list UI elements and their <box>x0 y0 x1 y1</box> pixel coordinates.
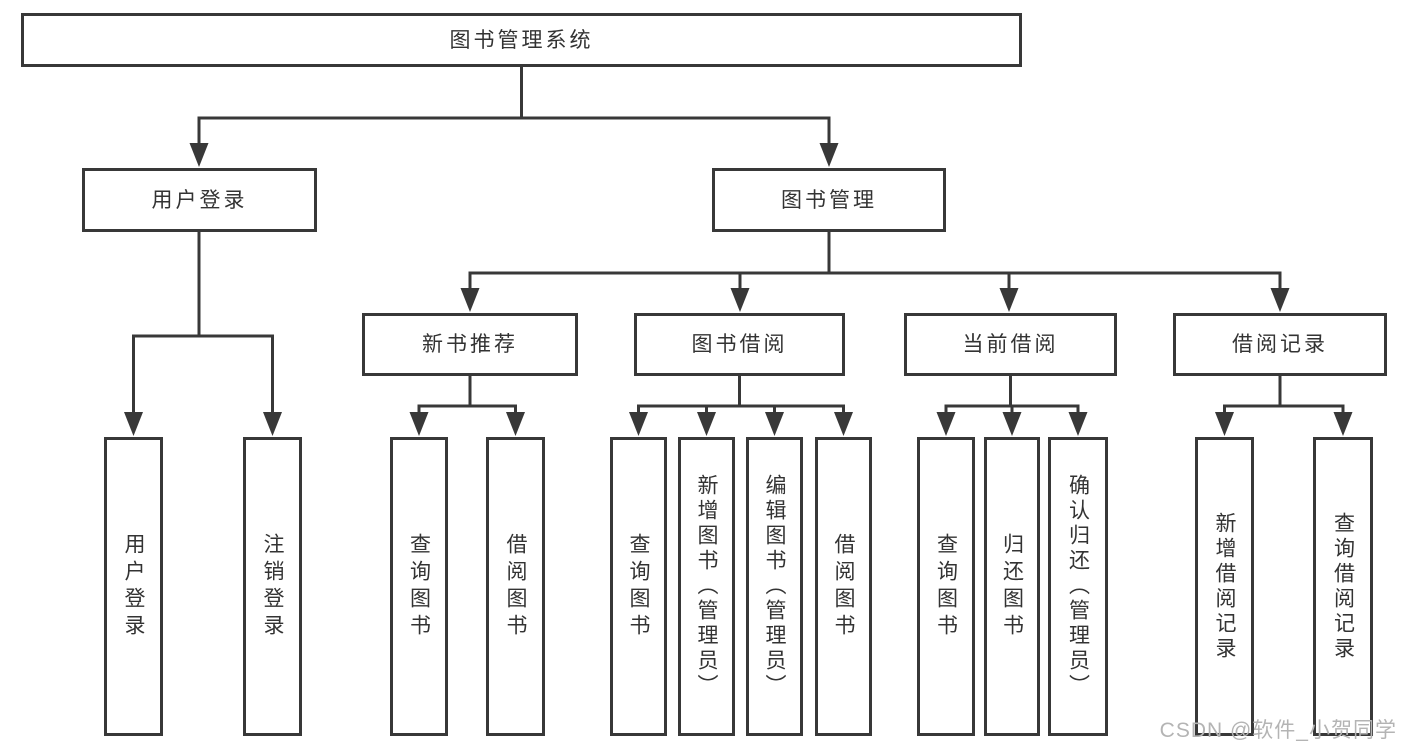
node-label: 新增借阅记录 <box>1213 511 1236 662</box>
arrowhead <box>765 412 784 436</box>
arrowhead <box>999 288 1019 312</box>
arrowhead <box>506 412 525 436</box>
arrowhead <box>1333 412 1353 436</box>
node-leaf-query-books-borrow: 查询图书 <box>610 437 667 736</box>
arrowhead <box>697 412 716 436</box>
node-label: 图书管理 <box>781 188 877 212</box>
connector-current <box>944 376 1080 418</box>
node-label: 注销登录 <box>261 532 284 641</box>
arrowhead <box>819 143 839 167</box>
node-label: 用户登录 <box>122 532 145 641</box>
node-leaf-user-login: 用户登录 <box>104 437 163 736</box>
arrowhead <box>1215 412 1234 436</box>
node-leaf-return-books: 归还图书 <box>984 437 1040 736</box>
arrowhead <box>730 288 750 312</box>
connector-borrow <box>637 376 845 418</box>
arrowhead <box>1270 288 1290 312</box>
arrowhead <box>409 412 429 436</box>
node-borrow-records: 借阅记录 <box>1173 313 1387 376</box>
node-label: 图书管理系统 <box>449 28 594 52</box>
node-leaf-query-books-recommend: 查询图书 <box>390 437 448 736</box>
node-label: 查询图书 <box>934 532 958 641</box>
node-leaf-borrow-books: 借阅图书 <box>815 437 872 736</box>
node-label: 新增图书（管理员） <box>695 474 718 699</box>
node-book-borrow: 图书借阅 <box>634 313 845 376</box>
node-label: 查询图书 <box>407 532 431 641</box>
node-leaf-add-books-admin: 新增图书（管理员） <box>678 437 735 736</box>
node-label: 查询借阅记录 <box>1331 511 1355 662</box>
node-label: 借阅记录 <box>1232 333 1328 356</box>
node-label: 用户登录 <box>151 188 248 212</box>
node-leaf-add-borrow-record: 新增借阅记录 <box>1195 437 1254 736</box>
node-label: 借阅图书 <box>504 532 527 641</box>
node-current-borrow: 当前借阅 <box>904 313 1117 376</box>
node-user-login: 用户登录 <box>82 168 317 232</box>
node-leaf-confirm-return-admin: 确认归还（管理员） <box>1048 437 1108 736</box>
arrowhead <box>189 143 209 167</box>
arrowhead <box>124 412 143 436</box>
node-leaf-query-borrow-record: 查询借阅记录 <box>1313 437 1373 736</box>
arrowhead <box>629 412 648 436</box>
node-label: 编辑图书（管理员） <box>763 474 786 699</box>
node-label: 新书推荐 <box>422 333 518 356</box>
node-library-system: 图书管理系统 <box>21 13 1022 67</box>
arrowhead <box>834 412 853 436</box>
arrowhead <box>1002 412 1022 436</box>
connector-recommend <box>417 376 517 418</box>
connector-mgmt <box>468 232 1282 294</box>
arrowhead <box>263 412 282 436</box>
csdn-watermark: CSDN @软件_小贺同学 <box>1159 719 1397 742</box>
node-label: 图书借阅 <box>691 333 788 356</box>
node-label: 借阅图书 <box>832 532 855 641</box>
node-leaf-borrow-books-recommend: 借阅图书 <box>486 437 545 736</box>
arrowhead <box>1068 412 1088 436</box>
connector-root <box>197 67 831 148</box>
node-label: 查询图书 <box>627 532 650 641</box>
node-label: 当前借阅 <box>962 333 1059 356</box>
node-new-book-recommend: 新书推荐 <box>362 313 578 376</box>
arrowhead <box>936 412 956 436</box>
arrowhead <box>460 288 480 312</box>
node-leaf-query-books-current: 查询图书 <box>917 437 975 736</box>
connector-login <box>132 232 274 418</box>
node-label: 归还图书 <box>1000 532 1024 641</box>
node-label: 确认归还（管理员） <box>1066 474 1090 699</box>
node-leaf-logout: 注销登录 <box>243 437 302 736</box>
node-leaf-edit-books-admin: 编辑图书（管理员） <box>746 437 803 736</box>
node-book-management: 图书管理 <box>712 168 946 232</box>
connector-records <box>1223 376 1345 418</box>
